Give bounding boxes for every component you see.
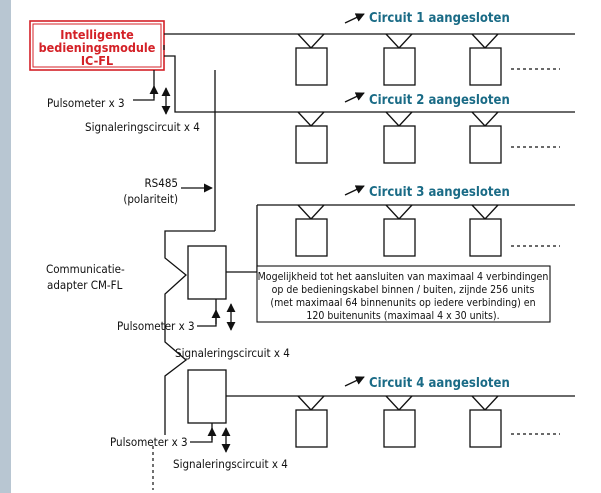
circuit-1-label: Circuit 1 aangesloten xyxy=(369,11,510,26)
circuit-1-arrow xyxy=(344,13,365,24)
circuit-4-arrow xyxy=(344,376,365,387)
left-sidebar-strip xyxy=(0,0,11,493)
module-title-line-3: IC-FL xyxy=(81,53,113,68)
note-line-4: 120 buitenunits (maximaal 4 x 30 units). xyxy=(306,310,499,322)
adapter-label-line-2: adapter CM-FL xyxy=(47,278,123,292)
note-line-3: (met maximaal 64 binnenunits op iedere v… xyxy=(270,297,535,309)
adapter-label-line-1: Communicatie- xyxy=(46,262,125,276)
unit-c1-1 xyxy=(295,47,328,86)
adapter-2-pulsometer-label: Pulsometer x 3 xyxy=(110,435,188,449)
top-signal-label: Signaleringscircuit x 4 xyxy=(85,120,200,134)
adapter-2-signal-label: Signaleringscircuit x 4 xyxy=(173,457,288,471)
top-io: Pulsometer x 3 Signaleringscircuit x 4 xyxy=(47,70,200,134)
circuit-2-bus: Circuit 2 aangesloten xyxy=(164,55,575,164)
adapter-1-signal-label: Signaleringscircuit x 4 xyxy=(175,346,290,360)
circuit-4-label: Circuit 4 aangesloten xyxy=(369,376,510,391)
unit-c1-2 xyxy=(383,47,416,86)
unit-c4-1 xyxy=(295,409,328,448)
unit-c2-2 xyxy=(383,125,416,164)
unit-c4-3 xyxy=(469,409,502,448)
unit-c3-3 xyxy=(469,218,502,257)
unit-c4-2 xyxy=(383,409,416,448)
adapter-1-pulsometer-label: Pulsometer x 3 xyxy=(117,319,195,333)
module-title-line-1: Intelligente xyxy=(60,27,134,42)
circuit-3-arrow xyxy=(344,185,365,196)
rs485-polarity-label: (polariteit) xyxy=(123,192,178,206)
circuit-2-label: Circuit 2 aangesloten xyxy=(369,93,510,108)
trunk-line xyxy=(164,230,215,435)
note-line-2: op de bedieningskabel binnen / buiten, z… xyxy=(272,284,535,296)
rs485-label: RS485 xyxy=(144,176,178,190)
unit-c3-2 xyxy=(383,218,416,257)
adapter-2: Circuit 4 aangesloten Pulsometer x 3 Sig… xyxy=(110,369,575,471)
unit-c3-1 xyxy=(295,218,328,257)
unit-c2-1 xyxy=(295,125,328,164)
rs485-link: RS485 (polariteit) xyxy=(123,70,216,231)
top-pulsometer-label: Pulsometer x 3 xyxy=(47,96,125,110)
unit-c2-3 xyxy=(469,125,502,164)
note-line-1: Mogelijkheid tot het aansluiten van maxi… xyxy=(258,271,549,283)
capacity-note: Mogelijkheid tot het aansluiten van maxi… xyxy=(256,265,551,323)
unit-c1-3 xyxy=(469,47,502,86)
adapter-1: Circuit 3 aangesloten Communicatie- adap… xyxy=(46,185,575,360)
module-title-line-2: bedieningsmodule xyxy=(39,40,156,55)
circuit-2-arrow xyxy=(344,92,365,103)
circuit-3-label: Circuit 3 aangesloten xyxy=(369,185,510,200)
control-module: Intelligente bedieningsmodule IC-FL xyxy=(29,20,165,71)
circuit-1-bus: Circuit 1 aangesloten xyxy=(164,11,575,86)
